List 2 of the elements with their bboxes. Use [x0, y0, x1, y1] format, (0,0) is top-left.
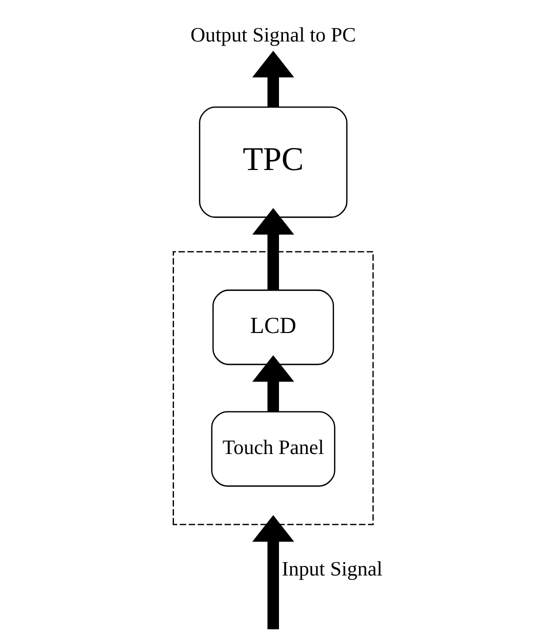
edge-label: Input Signal [282, 558, 382, 580]
node-text: Output Signal to PC [190, 24, 356, 47]
